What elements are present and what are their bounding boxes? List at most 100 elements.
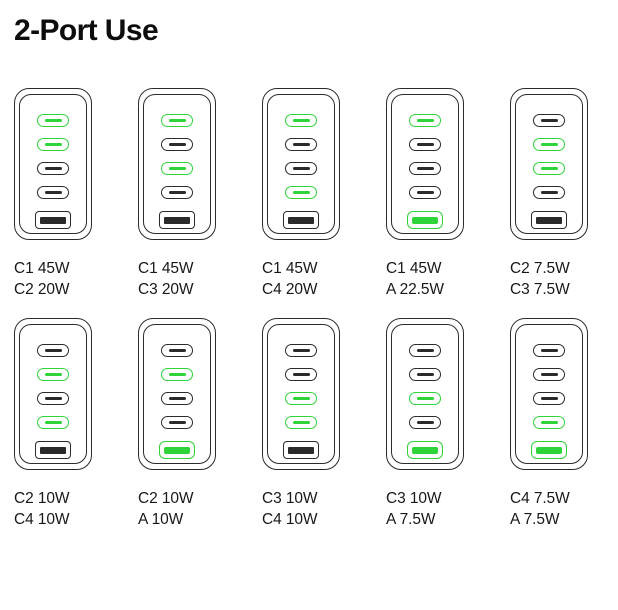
- port-inner-contact: [416, 396, 434, 401]
- charger-face: [143, 324, 211, 464]
- charger-diagram: [14, 318, 92, 470]
- port-inner-contact: [536, 216, 562, 224]
- charger-shell: [510, 88, 588, 240]
- charger-shell: [386, 318, 464, 470]
- port-inner-contact: [168, 348, 186, 353]
- port-inner-contact: [540, 166, 558, 171]
- port-inner-contact: [292, 396, 310, 401]
- port-inner-contact: [44, 166, 62, 171]
- port-inner-contact: [168, 118, 186, 123]
- usb-c-port-c4-icon: [409, 186, 441, 199]
- port-inner-contact: [416, 166, 434, 171]
- charger-cell: C2 7.5W C3 7.5W: [496, 88, 618, 300]
- usb-a-port-a-icon: [283, 441, 319, 459]
- port-inner-contact: [536, 446, 562, 454]
- charger-cell: C1 45W C2 20W: [0, 88, 124, 300]
- port-inner-contact: [168, 420, 186, 425]
- charger-shell: [262, 318, 340, 470]
- usb-c-port-c4-icon: [37, 186, 69, 199]
- port-inner-contact: [44, 118, 62, 123]
- port-inner-contact: [540, 118, 558, 123]
- port-inner-contact: [292, 118, 310, 123]
- charger-face: [143, 94, 211, 234]
- port-inner-contact: [168, 396, 186, 401]
- usb-a-port-a-icon: [35, 211, 71, 229]
- charger-shell: [262, 88, 340, 240]
- port-inner-contact: [40, 216, 66, 224]
- charger-face: [391, 94, 459, 234]
- usb-a-port-a-icon: [35, 441, 71, 459]
- usb-c-port-c2-icon: [37, 368, 69, 381]
- charger-face: [267, 324, 335, 464]
- charger-cell: C2 10W A 10W: [124, 318, 248, 530]
- port-inner-contact: [40, 446, 66, 454]
- port-inner-contact: [416, 190, 434, 195]
- charger-face: [19, 324, 87, 464]
- charger-labels: C2 7.5W C3 7.5W: [510, 258, 618, 300]
- usb-a-port-a-icon: [407, 211, 443, 229]
- charger-label-line: C3 7.5W: [510, 281, 570, 298]
- charger-label-line: C1 45W: [262, 260, 318, 277]
- usb-c-port-c3-icon: [285, 392, 317, 405]
- usb-c-port-c1-icon: [37, 114, 69, 127]
- charger-label-line: A 7.5W: [386, 511, 436, 528]
- charger-label-line: C2 20W: [14, 281, 70, 298]
- charger-diagram: [386, 318, 464, 470]
- port-inner-contact: [416, 372, 434, 377]
- usb-c-port-c1-icon: [533, 344, 565, 357]
- port-inner-contact: [292, 420, 310, 425]
- usb-c-port-c4-icon: [37, 416, 69, 429]
- usb-c-port-c3-icon: [533, 162, 565, 175]
- charger-label-line: C4 7.5W: [510, 490, 570, 507]
- port-inner-contact: [44, 396, 62, 401]
- port-inner-contact: [288, 216, 314, 224]
- usb-c-port-c1-icon: [161, 344, 193, 357]
- port-inner-contact: [540, 420, 558, 425]
- port-inner-contact: [412, 446, 438, 454]
- charger-label-line: C2 10W: [138, 490, 194, 507]
- port-inner-contact: [292, 166, 310, 171]
- charger-label-line: C4 10W: [14, 511, 70, 528]
- usb-c-port-c2-icon: [161, 368, 193, 381]
- port-inner-contact: [416, 118, 434, 123]
- charger-face: [515, 94, 583, 234]
- port-inner-contact: [540, 372, 558, 377]
- charger-label-line: C2 7.5W: [510, 260, 570, 277]
- usb-c-port-c1-icon: [285, 114, 317, 127]
- charger-labels: C1 45W C4 20W: [262, 258, 372, 300]
- usb-c-port-c4-icon: [533, 416, 565, 429]
- usb-c-port-c1-icon: [285, 344, 317, 357]
- port-inner-contact: [44, 348, 62, 353]
- charger-label-line: C1 45W: [138, 260, 194, 277]
- usb-a-port-a-icon: [159, 441, 195, 459]
- port-inner-contact: [44, 372, 62, 377]
- charger-face: [515, 324, 583, 464]
- usb-c-port-c4-icon: [161, 186, 193, 199]
- port-inner-contact: [44, 190, 62, 195]
- usb-c-port-c4-icon: [285, 186, 317, 199]
- usb-c-port-c3-icon: [161, 392, 193, 405]
- charger-label-line: C4 20W: [262, 281, 318, 298]
- port-inner-contact: [168, 142, 186, 147]
- charger-shell: [138, 88, 216, 240]
- charger-label-line: A 10W: [138, 511, 184, 528]
- port-inner-contact: [164, 216, 190, 224]
- charger-label-line: C1 45W: [14, 260, 70, 277]
- usb-c-port-c2-icon: [37, 138, 69, 151]
- charger-diagram: [262, 318, 340, 470]
- usb-c-port-c2-icon: [533, 138, 565, 151]
- usb-c-port-c3-icon: [409, 392, 441, 405]
- usb-c-port-c3-icon: [533, 392, 565, 405]
- port-inner-contact: [44, 142, 62, 147]
- charger-shell: [510, 318, 588, 470]
- charger-shell: [138, 318, 216, 470]
